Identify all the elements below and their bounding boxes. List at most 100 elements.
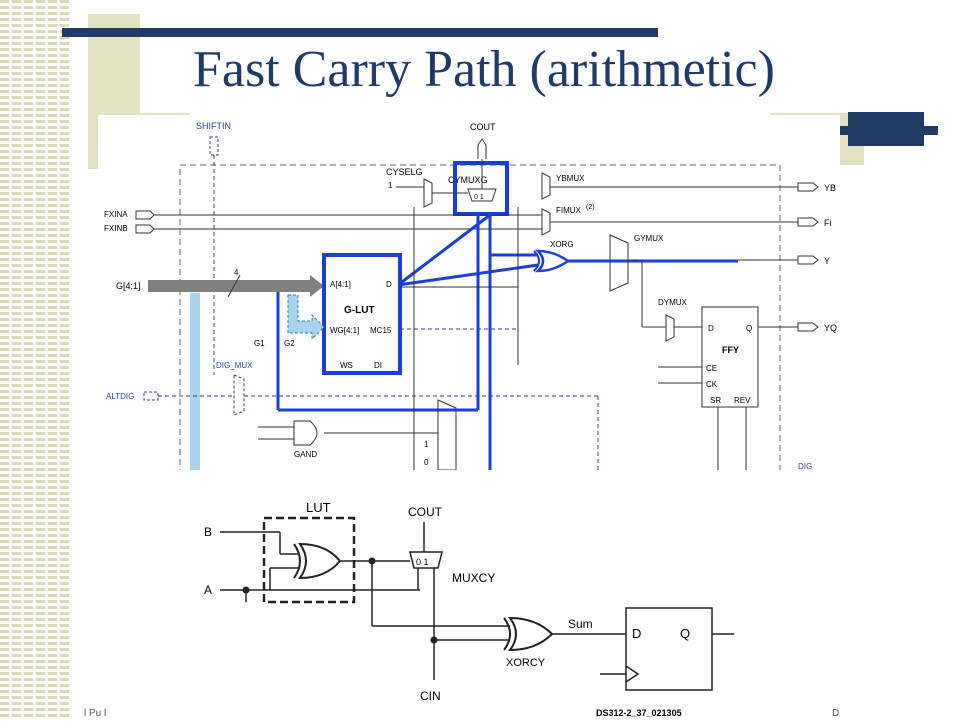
title-bar-decoration bbox=[62, 28, 658, 37]
yq-port bbox=[797, 322, 819, 332]
glut-label: G-LUT bbox=[344, 305, 375, 316]
glut-highlight-box bbox=[322, 253, 402, 375]
xorg-label: XORG bbox=[550, 240, 574, 249]
cout-label: COUT bbox=[408, 505, 443, 519]
ffy-d: D bbox=[708, 324, 714, 333]
dig-mux-label: DIG_MUX bbox=[216, 361, 253, 370]
cymuxg-01: 0 1 bbox=[474, 194, 484, 201]
yb-label: YB bbox=[824, 183, 836, 193]
gand-label: GAND bbox=[294, 450, 317, 459]
dig-out-label: DIG bbox=[798, 462, 812, 470]
shiftin-port bbox=[209, 136, 219, 156]
xorcy-label: XORCY bbox=[506, 657, 546, 669]
g41-bus bbox=[148, 280, 310, 292]
ffy-ce: CE bbox=[706, 364, 717, 373]
ffy-sr: SR bbox=[710, 396, 721, 405]
cyselg-label: CYSELG bbox=[386, 167, 423, 177]
bus-slash bbox=[227, 274, 241, 298]
fxina-port bbox=[135, 210, 155, 220]
cin-label: CIN bbox=[420, 689, 441, 703]
yb-port bbox=[797, 182, 819, 192]
cymuxg-mux bbox=[467, 188, 497, 202]
slice-schematic: SHIFTIN COUT CYSELG 1 CYMUXG 0 1 YBMUX F… bbox=[98, 115, 840, 470]
dff-block bbox=[625, 607, 713, 691]
lut-xor-back bbox=[293, 543, 301, 579]
lut-xor-gate bbox=[298, 542, 342, 580]
slice-boundary bbox=[179, 164, 781, 470]
input-a-label: A bbox=[204, 583, 212, 597]
fimux-label: FIMUX bbox=[556, 206, 582, 215]
footer-right: D bbox=[832, 708, 840, 719]
dff-d: D bbox=[632, 626, 641, 641]
shiftin-label: SHIFTIN bbox=[196, 121, 231, 131]
g41-bus-arrow bbox=[310, 275, 324, 297]
xorcy-back bbox=[503, 617, 511, 651]
gymux bbox=[609, 234, 629, 292]
dff-q: Q bbox=[680, 626, 690, 641]
g41-label: G[4:1] bbox=[116, 281, 141, 291]
dff-clock-triangle bbox=[625, 665, 640, 683]
xorcy-gate bbox=[508, 616, 554, 652]
xorg-gate-back bbox=[533, 250, 540, 272]
y-label: Y bbox=[824, 256, 830, 266]
mux-zero: 0 bbox=[424, 458, 429, 467]
dymux bbox=[665, 314, 675, 342]
ffy-label: FFY bbox=[722, 345, 739, 355]
glut-d: D bbox=[386, 280, 392, 289]
glut-mc15: MC15 bbox=[370, 326, 392, 335]
altdig-port bbox=[143, 391, 159, 401]
shift-bus-light bbox=[190, 293, 200, 470]
ffy-ck: CK bbox=[706, 380, 718, 389]
figure-id: DS312-2_37_021305 bbox=[596, 708, 682, 718]
sum-label: Sum bbox=[568, 617, 593, 631]
fxinb-label: FXINB bbox=[104, 224, 128, 233]
cymuxg-label: CYMUXG bbox=[448, 175, 488, 185]
gymux-label: GYMUX bbox=[634, 234, 664, 243]
gand-gate bbox=[293, 420, 318, 446]
ffy-rev: REV bbox=[734, 396, 751, 405]
cyselg-one: 1 bbox=[388, 181, 393, 190]
mux-one: 1 bbox=[424, 440, 429, 449]
glut-ws: WS bbox=[340, 361, 353, 370]
footer-left: l Pu l bbox=[84, 708, 107, 719]
slice-schematic-svg: SHIFTIN COUT CYSELG 1 CYMUXG 0 1 YBMUX F… bbox=[104, 121, 837, 470]
cout-arrow bbox=[477, 138, 487, 159]
fimux bbox=[541, 208, 551, 236]
lut-label: LUT bbox=[306, 500, 331, 515]
slide-title: Fast Carry Path (arithmetic) bbox=[193, 41, 775, 98]
ffy-q: Q bbox=[746, 324, 752, 333]
ybmux-label: YBMUX bbox=[556, 174, 585, 183]
bus-width: 4 bbox=[234, 268, 239, 277]
g1-label: G1 bbox=[254, 339, 265, 348]
cyselg-mux bbox=[423, 178, 433, 208]
carry-chain-schematic: LUT B A COUT 0 1 MUXCY CIN XORCY Sum D Q… bbox=[160, 480, 800, 720]
cout-label: COUT bbox=[470, 122, 496, 132]
ffy-block bbox=[701, 306, 759, 408]
cymuxg-highlight-box bbox=[453, 161, 509, 216]
fi-port bbox=[797, 217, 819, 227]
muxcy bbox=[409, 551, 443, 569]
ybmux bbox=[541, 172, 551, 200]
y-port bbox=[797, 255, 819, 265]
left-stripe-overlay bbox=[0, 0, 70, 720]
muxcy-01: 0 1 bbox=[416, 557, 429, 567]
carry-chain-svg: LUT B A COUT 0 1 MUXCY CIN XORCY Sum D Q… bbox=[204, 500, 734, 718]
xorg-gate bbox=[534, 249, 571, 273]
fxinb-port bbox=[135, 224, 155, 234]
input-b-label: B bbox=[204, 525, 212, 539]
muxcy-label: MUXCY bbox=[452, 571, 495, 585]
g2-label: G2 bbox=[284, 339, 295, 348]
fxina-label: FXINA bbox=[104, 210, 128, 219]
lut-dashed-box bbox=[262, 516, 356, 604]
fimux-note: (2) bbox=[586, 204, 595, 211]
lut-to-cymux-highlight bbox=[397, 213, 491, 287]
altdig-label: ALTDIG bbox=[106, 392, 134, 401]
lut-to-xor-highlight bbox=[397, 263, 539, 287]
fi-label: Fi bbox=[824, 218, 832, 228]
deco-bar-right bbox=[818, 126, 938, 135]
yq-label: YQ bbox=[824, 323, 837, 333]
dymux-label: DYMUX bbox=[658, 298, 688, 307]
dig-mux bbox=[233, 374, 245, 416]
wg-bus-arrow bbox=[287, 294, 325, 341]
glut-a41: A[4:1] bbox=[330, 280, 351, 289]
